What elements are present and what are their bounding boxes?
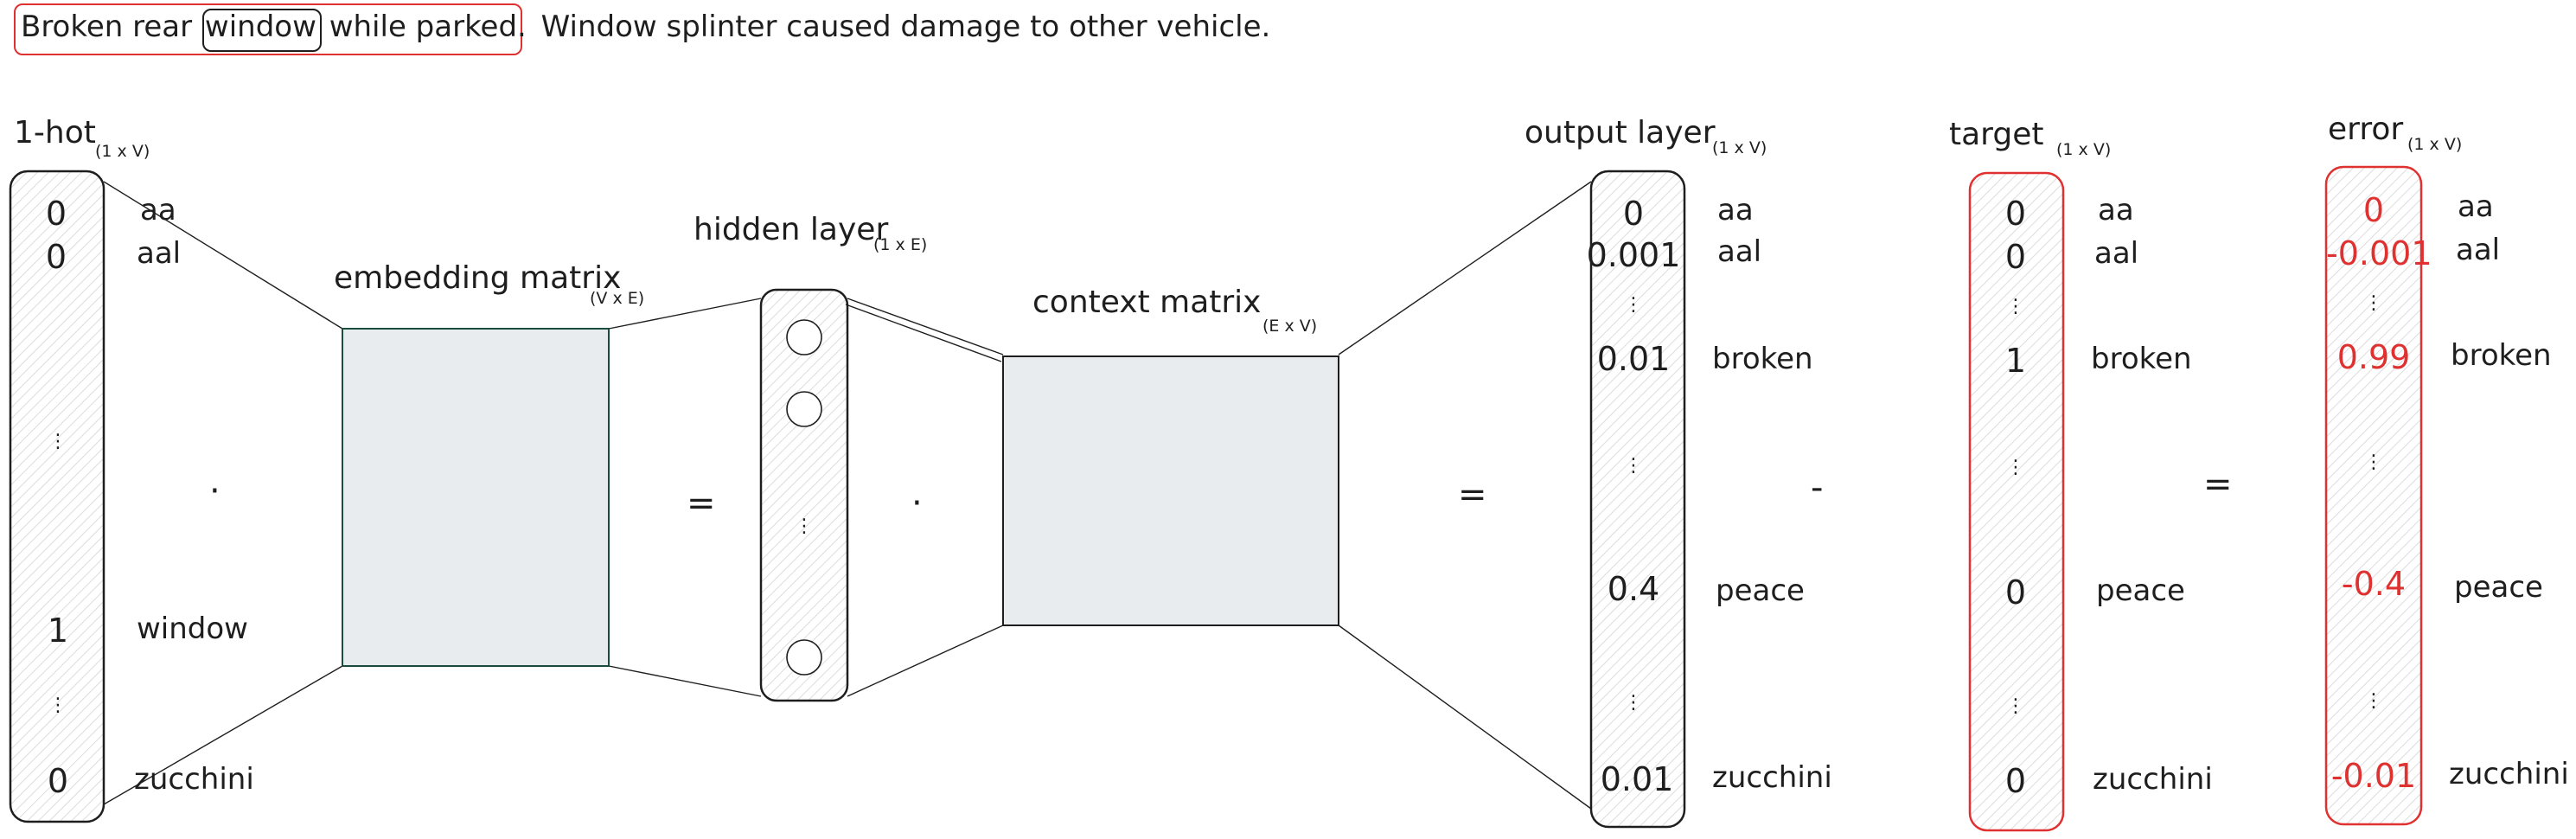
output-value: 0 (1622, 195, 1645, 233)
onehot-word: aa (140, 193, 176, 227)
error-ellipsis: ⋮ (2364, 690, 2383, 712)
sentence-part-4: Window splinter caused damage to other v… (531, 10, 1271, 44)
output-value: 0.01 (1600, 760, 1674, 798)
output-ellipsis: ⋮ (1624, 692, 1643, 714)
context-matrix (1002, 355, 1339, 626)
output-word: peace (1716, 573, 1805, 608)
target-vector-box (1968, 171, 2065, 832)
output-word: aal (1717, 234, 1762, 269)
error-ellipsis: ⋮ (2364, 452, 2383, 473)
hidden-node (786, 391, 822, 427)
onehot-word: window (137, 612, 248, 646)
target-value: 1 (2004, 342, 2027, 380)
target-value: 0 (2004, 762, 2027, 800)
hidden-node (786, 639, 822, 676)
target-word: aa (2098, 193, 2134, 227)
target-ellipsis: ⋮ (2006, 457, 2025, 478)
embedding-matrix (342, 328, 610, 667)
equals-operator: = (1458, 475, 1487, 515)
equals-operator: = (2203, 464, 2233, 504)
embedding-dims: (V x E) (590, 289, 645, 308)
output-word: zucchini (1712, 760, 1832, 795)
onehot-value: 1 (47, 612, 69, 650)
onehot-word: aal (137, 236, 182, 271)
error-dims: (1 x V) (2407, 135, 2463, 154)
output-word: broken (1712, 342, 1813, 376)
target-ellipsis: ⋮ (2006, 695, 2025, 717)
error-word: aa (2458, 189, 2494, 224)
target-word: zucchini (2093, 762, 2213, 797)
hidden-layer-dims: (1 x E) (873, 235, 928, 254)
center-word-highlight (202, 9, 322, 52)
output-ellipsis: ⋮ (1624, 455, 1643, 477)
onehot-value: 0 (45, 195, 67, 233)
error-value: -0.001 (2326, 234, 2432, 272)
onehot-ellipsis: ⋮ (48, 695, 67, 716)
error-title: error (2328, 112, 2404, 147)
error-value: 0.99 (2336, 338, 2411, 376)
output-dims: (1 x V) (1712, 138, 1767, 157)
target-word: aal (2094, 236, 2139, 271)
onehot-dims: (1 x V) (95, 142, 150, 161)
error-word: zucchini (2449, 757, 2569, 791)
error-word: peace (2454, 570, 2543, 605)
error-word: broken (2451, 338, 2552, 373)
output-word: aa (1717, 193, 1754, 227)
target-word: peace (2096, 573, 2185, 608)
sentence-part-1: Broken rear (21, 10, 201, 44)
output-value: 0.01 (1596, 340, 1671, 378)
embedding-title: embedding matrix (334, 260, 622, 296)
output-value: 0.001 (1586, 236, 1681, 274)
context-dims: (E x V) (1262, 317, 1318, 336)
sentence-part-3: while parked. (319, 10, 527, 44)
hidden-layer-title: hidden layer (694, 212, 889, 247)
onehot-word: zucchini (134, 762, 254, 797)
target-value: 0 (2004, 195, 2027, 233)
onehot-title: 1-hot (14, 115, 96, 151)
onehot-ellipsis: ⋮ (48, 431, 67, 452)
dot-operator: · (209, 471, 221, 511)
error-word: aal (2456, 233, 2501, 267)
target-title: target (1949, 117, 2044, 152)
output-vector-box (1589, 170, 1686, 829)
target-ellipsis: ⋮ (2006, 296, 2025, 317)
hidden-node (786, 319, 822, 355)
minus-operator: - (1811, 468, 1824, 508)
target-dims: (1 x V) (2056, 140, 2112, 159)
onehot-vector-box (9, 170, 105, 823)
onehot-value: 0 (45, 238, 67, 276)
error-vector-box (2324, 165, 2423, 826)
target-value: 0 (2004, 238, 2027, 276)
onehot-value: 0 (47, 762, 69, 800)
error-value: -0.01 (2330, 757, 2417, 795)
output-value: 0.4 (1607, 570, 1660, 608)
equals-operator: = (687, 484, 716, 523)
output-title: output layer (1525, 115, 1716, 151)
output-ellipsis: ⋮ (1624, 294, 1643, 316)
error-value: 0 (2362, 191, 2385, 229)
error-ellipsis: ⋮ (2364, 292, 2383, 314)
error-value: -0.4 (2341, 565, 2407, 603)
hidden-layer-ellipsis: ⋮ (795, 516, 814, 537)
hidden-layer-box (759, 288, 849, 702)
sentence-center-word: window (204, 10, 316, 44)
target-word: broken (2091, 342, 2192, 376)
context-sentence-highlight (14, 3, 522, 55)
target-value: 0 (2004, 573, 2027, 612)
dot-operator: · (911, 484, 923, 523)
connector-lines (103, 181, 1592, 810)
context-sentence: Broken rear window while parked. Window … (21, 12, 1270, 42)
context-title: context matrix (1032, 285, 1262, 320)
